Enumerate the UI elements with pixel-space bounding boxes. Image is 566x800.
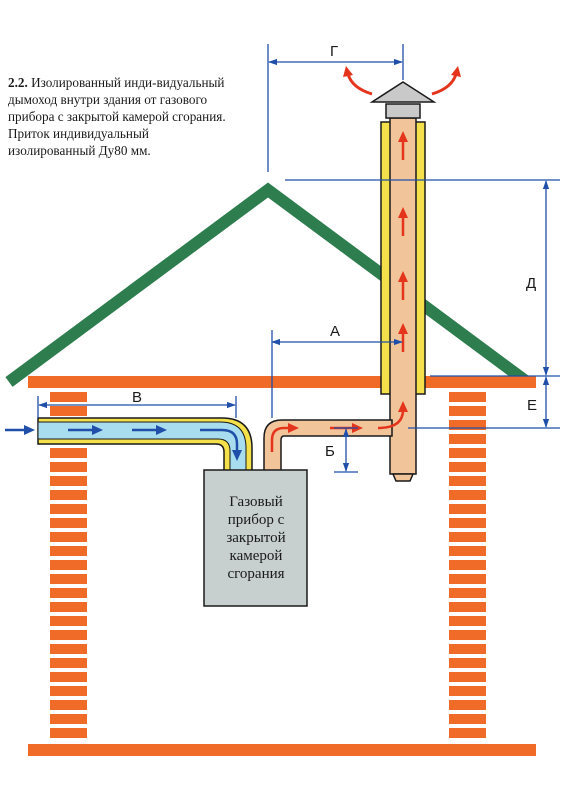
brick bbox=[50, 518, 87, 528]
cap-collar bbox=[385, 103, 421, 119]
brick bbox=[449, 532, 486, 542]
floor-slab bbox=[28, 744, 536, 756]
brick bbox=[449, 518, 486, 528]
brick bbox=[449, 462, 486, 472]
device-label-line-4: камерой bbox=[230, 548, 283, 564]
dimension-label-e: Е bbox=[527, 397, 537, 414]
brick bbox=[449, 420, 486, 430]
roof bbox=[5, 182, 531, 387]
brick bbox=[50, 686, 87, 696]
device-label-line-1: Газовый bbox=[229, 494, 282, 510]
brick bbox=[50, 532, 87, 542]
brick bbox=[449, 490, 486, 500]
dimension-label-g: Г bbox=[330, 43, 338, 60]
brick bbox=[50, 630, 87, 640]
brick bbox=[449, 658, 486, 668]
brick bbox=[449, 476, 486, 486]
brick bbox=[449, 560, 486, 570]
chimney-cap bbox=[369, 81, 437, 103]
fresh-air-arrows bbox=[5, 425, 242, 461]
dimension-label-d: Д bbox=[526, 275, 536, 292]
brick bbox=[449, 546, 486, 556]
brick bbox=[50, 728, 87, 738]
brick bbox=[50, 546, 87, 556]
brick bbox=[50, 672, 87, 682]
diagram-caption: 2.2. Изолированный инди-видуальный дымох… bbox=[8, 74, 238, 159]
dimension-label-a: А bbox=[330, 323, 340, 340]
brick bbox=[449, 728, 486, 738]
brick bbox=[50, 476, 87, 486]
brick bbox=[50, 616, 87, 626]
brick bbox=[50, 392, 87, 402]
brick bbox=[449, 434, 486, 444]
brick bbox=[449, 630, 486, 640]
right-brick-wall bbox=[449, 392, 486, 738]
brick bbox=[50, 574, 87, 584]
brick bbox=[449, 644, 486, 654]
brick bbox=[449, 672, 486, 682]
brick bbox=[449, 616, 486, 626]
caption-number: 2.2. bbox=[8, 75, 28, 90]
ceiling-slab bbox=[28, 376, 536, 388]
device-label-line-3: закрытой bbox=[226, 530, 285, 546]
brick bbox=[449, 448, 486, 458]
brick bbox=[50, 658, 87, 668]
brick bbox=[50, 406, 87, 416]
brick bbox=[449, 392, 486, 402]
brick bbox=[449, 700, 486, 710]
dimension-lines bbox=[37, 44, 560, 473]
brick bbox=[50, 490, 87, 500]
brick bbox=[50, 462, 87, 472]
brick bbox=[449, 602, 486, 612]
brick bbox=[50, 588, 87, 598]
brick bbox=[50, 644, 87, 654]
brick bbox=[449, 588, 486, 598]
dimension-label-b: Б bbox=[325, 443, 335, 460]
brick bbox=[50, 504, 87, 514]
brick bbox=[449, 714, 486, 724]
brick bbox=[449, 504, 486, 514]
condensate-drain bbox=[391, 473, 415, 482]
brick bbox=[50, 714, 87, 724]
device-label-line-2: прибор с bbox=[228, 512, 285, 528]
gas-appliance bbox=[203, 469, 308, 607]
flue-connector bbox=[263, 419, 393, 473]
brick bbox=[50, 448, 87, 458]
brick bbox=[50, 602, 87, 612]
brick bbox=[449, 574, 486, 584]
brick bbox=[449, 686, 486, 696]
device-label-line-5: сгорания bbox=[227, 566, 284, 582]
brick bbox=[50, 560, 87, 570]
caption-text: Изолированный инди-видуальный дымоход вн… bbox=[8, 75, 226, 158]
dimension-label-v: В bbox=[132, 389, 142, 406]
brick bbox=[449, 406, 486, 416]
brick bbox=[50, 700, 87, 710]
